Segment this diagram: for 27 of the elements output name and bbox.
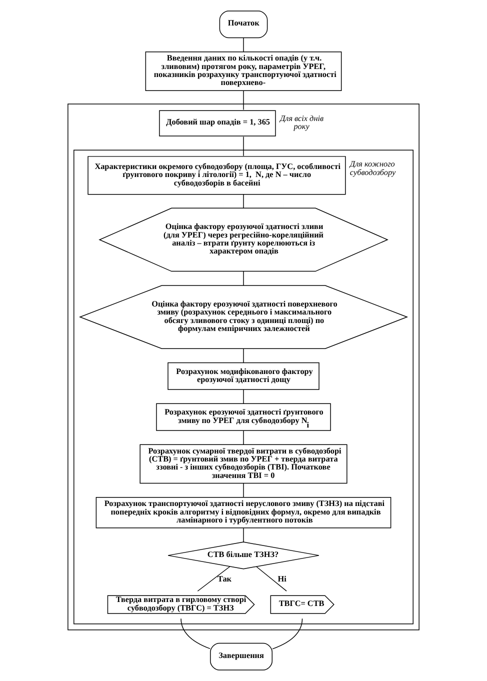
connector xyxy=(243,389,244,404)
edge-label: Так xyxy=(217,574,232,584)
connector xyxy=(243,482,244,498)
node-box: Введення даних по кількості опадів (у т.ч. зливовим) протягом року, параметрів УРЕГ, показників розрахунку транспортуючої здатності поверхнево- xyxy=(145,52,342,91)
connector xyxy=(243,430,244,445)
node-box: Завершення xyxy=(210,642,273,670)
connector xyxy=(243,38,244,52)
node-diamond: СТВ більше ТЗНЗ? xyxy=(168,542,320,570)
connector xyxy=(256,566,287,592)
node-box: Початок xyxy=(219,10,268,38)
connector xyxy=(272,618,303,650)
node-box: Характеристики окремого субводозбору (площа, ГУС, особливості ґрунтового покриву і літології) = 1, N, де N – число субводозборів в басейні xyxy=(88,156,346,195)
connector xyxy=(180,618,210,650)
node-box: Розрахунок сумарної твердої витрати в субводозборі (СТВ) = ґрунтовий змив по УРЕГ + тверда витрата ззовні - з інших субводозборів (ТВІ). Початкове значення ТВІ = 0 xyxy=(140,444,348,484)
node-box: Розрахунок модифікованого фактору ерозуючої здатності дощу xyxy=(168,362,320,390)
connector xyxy=(243,194,244,208)
connector xyxy=(197,566,230,592)
node-box: Розрахунок транспортуючої здатності неруслового змиву (ТЗНЗ) на підставі попередніх кроків алгоритму і відповідних формул, окремо для випадків ламінарного і турбулентного потоків xyxy=(96,497,392,528)
connector xyxy=(243,270,244,286)
node-label: Для всіх днів року xyxy=(280,114,324,132)
node-label: Для кожного субводозбору xyxy=(350,160,396,177)
connector xyxy=(243,90,244,110)
node-box: Добовий шар опадів = 1, 365 xyxy=(159,110,276,136)
connector xyxy=(243,348,244,363)
connector xyxy=(243,136,244,156)
edge-label: Ні xyxy=(278,574,286,584)
connector xyxy=(243,528,244,542)
